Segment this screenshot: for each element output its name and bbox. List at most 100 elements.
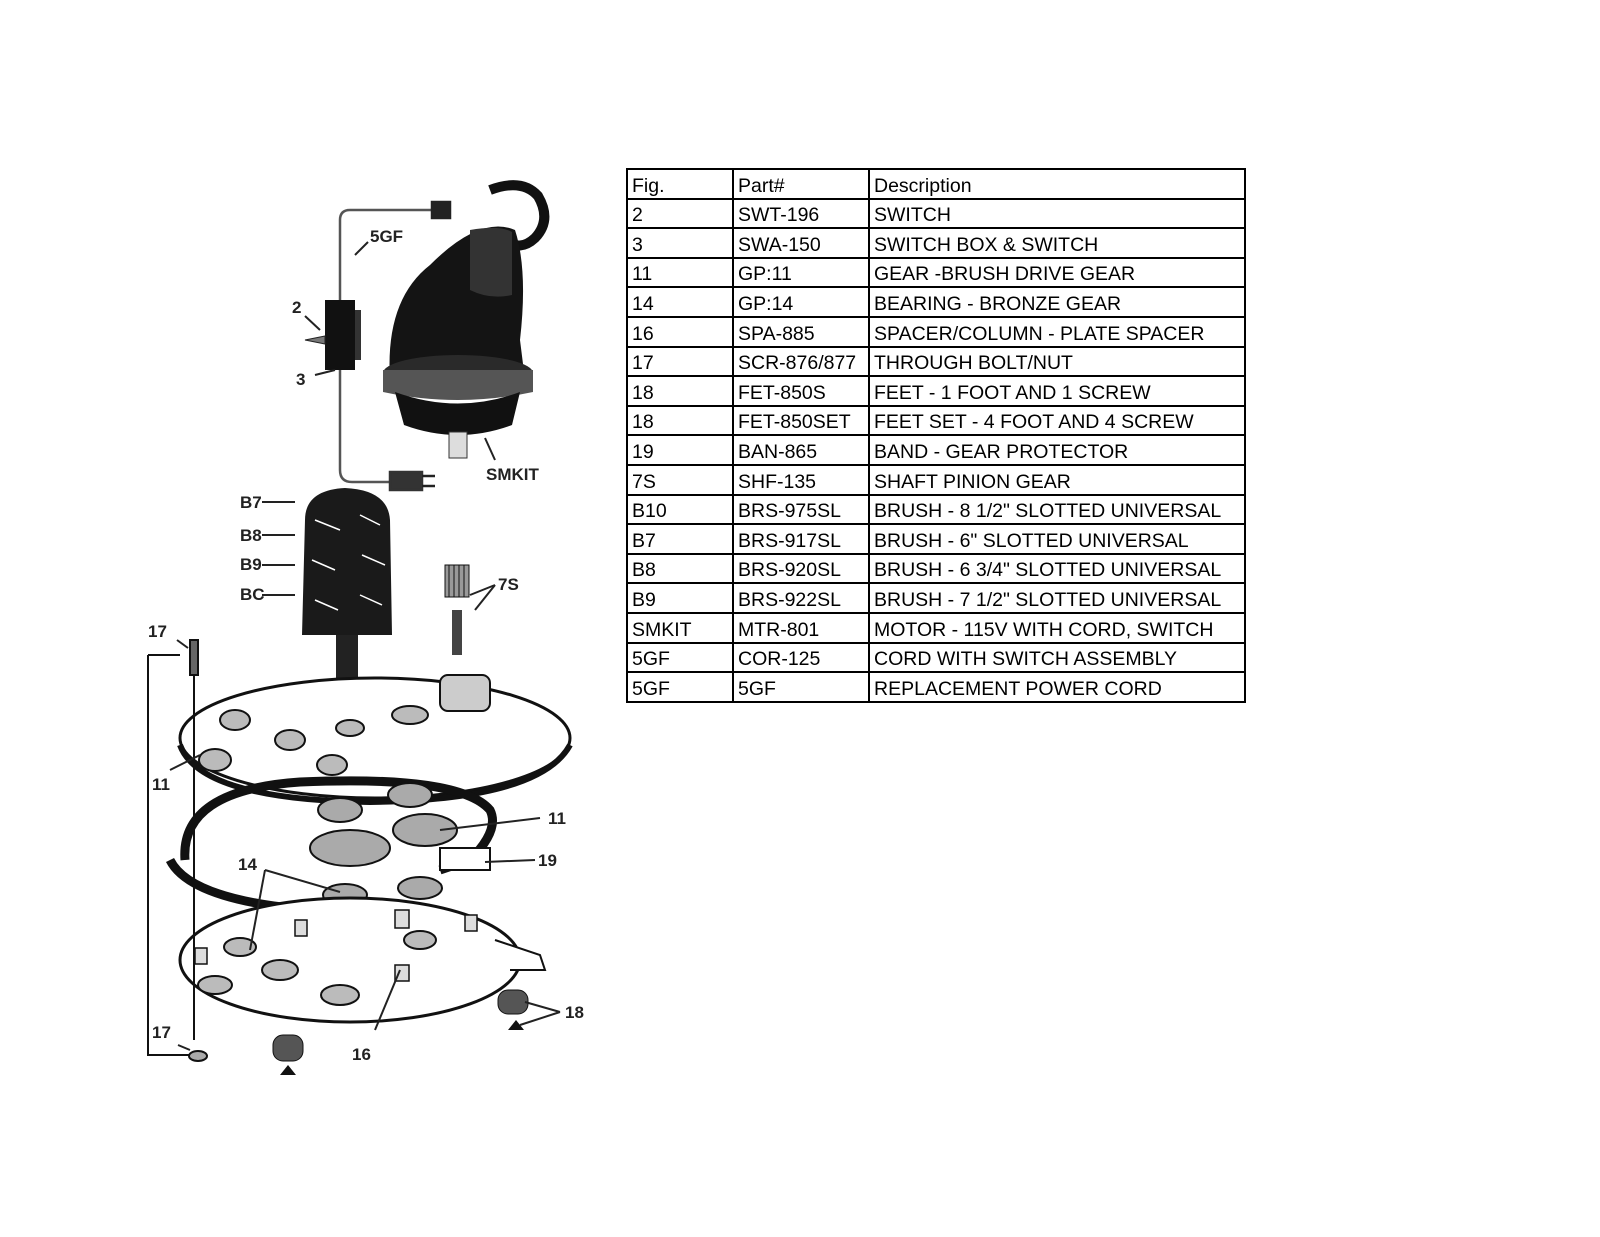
cell-part-number: 5GF (732, 671, 870, 703)
table-row: 14 GP:14 BEARING - BRONZE GEAR (626, 286, 1246, 318)
brush-drawing (302, 488, 392, 680)
cell-description: BRUSH - 8 1/2" SLOTTED UNIVERSAL (868, 493, 1246, 526)
switch-drawing (304, 300, 361, 370)
motor-drawing (383, 180, 550, 459)
callout-labels: 5GF 2 3 SMKIT B7 B8 B9 BC 7S 17 11 11 19… (148, 227, 584, 1064)
cell-description: SHAFT PINION GEAR (868, 463, 1246, 496)
cell-part-number: FET-850S (732, 375, 870, 407)
table-row: SMKIT MTR-801 MOTOR - 115V WITH CORD, SW… (626, 611, 1246, 644)
cell-description: GEAR -BRUSH DRIVE GEAR (868, 256, 1246, 289)
callout-11-left: 11 (152, 775, 170, 794)
table-row: B7 BRS-917SL BRUSH - 6" SLOTTED UNIVERSA… (626, 523, 1246, 555)
callout-17-bottom: 17 (152, 1023, 171, 1042)
callout-16: 16 (352, 1045, 371, 1064)
cell-fig: 5GF (626, 641, 734, 674)
cell-description: THROUGH BOLT/NUT (868, 345, 1246, 378)
cell-fig: 16 (626, 315, 734, 348)
cell-description: BAND - GEAR PROTECTOR (868, 434, 1246, 466)
callout-5gf: 5GF (370, 227, 403, 246)
table-row: 3 SWA-150 SWITCH BOX & SWITCH (626, 227, 1246, 259)
callout-19: 19 (538, 851, 557, 870)
cell-fig: 3 (626, 227, 734, 259)
cell-fig: 19 (626, 434, 734, 466)
cell-part-number: BRS-975SL (732, 493, 870, 526)
cell-part-number: MTR-801 (732, 611, 870, 644)
table-row: 18 FET-850SET FEET SET - 4 FOOT AND 4 SC… (626, 404, 1246, 437)
header-description: Description (868, 168, 1246, 200)
cell-part-number: BRS-922SL (732, 582, 870, 614)
table-row: 16 SPA-885 SPACER/COLUMN - PLATE SPACER (626, 315, 1246, 348)
table-row: 17 SCR-876/877 THROUGH BOLT/NUT (626, 345, 1246, 378)
cell-fig: B9 (626, 582, 734, 614)
callout-b9: B9 (240, 555, 262, 574)
parts-table: Fig. Part# Description 2 SWT-196 SWITCH … (626, 168, 1246, 703)
cell-description: MOTOR - 115V WITH CORD, SWITCH (868, 611, 1246, 644)
cell-fig: 7S (626, 463, 734, 496)
header-part-number: Part# (732, 168, 870, 200)
table-row: 18 FET-850S FEET - 1 FOOT AND 1 SCREW (626, 375, 1246, 407)
cell-part-number: SCR-876/877 (732, 345, 870, 378)
cell-description: REPLACEMENT POWER CORD (868, 671, 1246, 703)
table-row: B10 BRS-975SL BRUSH - 8 1/2" SLOTTED UNI… (626, 493, 1246, 526)
table-row: B9 BRS-922SL BRUSH - 7 1/2" SLOTTED UNIV… (626, 582, 1246, 614)
cell-fig: B8 (626, 552, 734, 585)
exploded-view-drawing: 5GF 2 3 SMKIT B7 B8 B9 BC 7S 17 11 11 19… (147, 180, 584, 1075)
callout-14: 14 (238, 855, 257, 874)
table-row: 5GF COR-125 CORD WITH SWITCH ASSEMBLY (626, 641, 1246, 674)
callout-7s: 7S (498, 575, 519, 594)
callout-b7: B7 (240, 493, 262, 512)
feet-drawing (272, 989, 529, 1075)
through-bolt-drawing (147, 639, 208, 1062)
table-row: 11 GP:11 GEAR -BRUSH DRIVE GEAR (626, 256, 1246, 289)
callout-11-right: 11 (548, 809, 566, 828)
shaft-pinion-drawing (444, 564, 470, 655)
cell-part-number: GP:11 (732, 256, 870, 289)
top-plate-drawing (177, 674, 573, 806)
cell-description: SWITCH BOX & SWITCH (868, 227, 1246, 259)
table-row: 5GF 5GF REPLACEMENT POWER CORD (626, 671, 1246, 703)
callout-b8: B8 (240, 526, 262, 545)
cell-fig: 18 (626, 375, 734, 407)
callout-2: 2 (292, 298, 301, 317)
cell-fig: 17 (626, 345, 734, 378)
header-fig: Fig. (626, 168, 734, 200)
cell-description: CORD WITH SWITCH ASSEMBLY (868, 641, 1246, 674)
cell-fig: 2 (626, 197, 734, 230)
cell-fig: B10 (626, 493, 734, 526)
cell-description: BRUSH - 7 1/2" SLOTTED UNIVERSAL (868, 582, 1246, 614)
cell-part-number: SWT-196 (732, 197, 870, 230)
cell-description: SWITCH (868, 197, 1246, 230)
cell-fig: SMKIT (626, 611, 734, 644)
cell-part-number: SWA-150 (732, 227, 870, 259)
cell-part-number: BRS-917SL (732, 523, 870, 555)
callout-3: 3 (296, 370, 305, 389)
callout-18: 18 (565, 1003, 584, 1022)
cell-part-number: SHF-135 (732, 463, 870, 496)
cell-fig: 18 (626, 404, 734, 437)
cell-description: BRUSH - 6 3/4" SLOTTED UNIVERSAL (868, 552, 1246, 585)
cell-part-number: FET-850SET (732, 404, 870, 437)
cell-part-number: BRS-920SL (732, 552, 870, 585)
cell-part-number: BAN-865 (732, 434, 870, 466)
cell-part-number: COR-125 (732, 641, 870, 674)
exploded-parts-diagram: 5GF 2 3 SMKIT B7 B8 B9 BC 7S 17 11 11 19… (140, 170, 610, 1100)
cell-description: SPACER/COLUMN - PLATE SPACER (868, 315, 1246, 348)
cell-description: BEARING - BRONZE GEAR (868, 286, 1246, 318)
cell-description: BRUSH - 6" SLOTTED UNIVERSAL (868, 523, 1246, 555)
cell-part-number: GP:14 (732, 286, 870, 318)
callout-bc: BC (240, 585, 265, 604)
table-row: 7S SHF-135 SHAFT PINION GEAR (626, 463, 1246, 496)
cell-fig: 11 (626, 256, 734, 289)
table-row: B8 BRS-920SL BRUSH - 6 3/4" SLOTTED UNIV… (626, 552, 1246, 585)
cell-fig: B7 (626, 523, 734, 555)
table-row: 2 SWT-196 SWITCH (626, 197, 1246, 230)
cell-part-number: SPA-885 (732, 315, 870, 348)
cell-fig: 5GF (626, 671, 734, 703)
table-row: 19 BAN-865 BAND - GEAR PROTECTOR (626, 434, 1246, 466)
cell-fig: 14 (626, 286, 734, 318)
leader-lines (169, 241, 561, 1051)
cell-description: FEET SET - 4 FOOT AND 4 SCREW (868, 404, 1246, 437)
cell-description: FEET - 1 FOOT AND 1 SCREW (868, 375, 1246, 407)
table-header-row: Fig. Part# Description (626, 168, 1246, 200)
bottom-plate-drawing (178, 896, 547, 1024)
